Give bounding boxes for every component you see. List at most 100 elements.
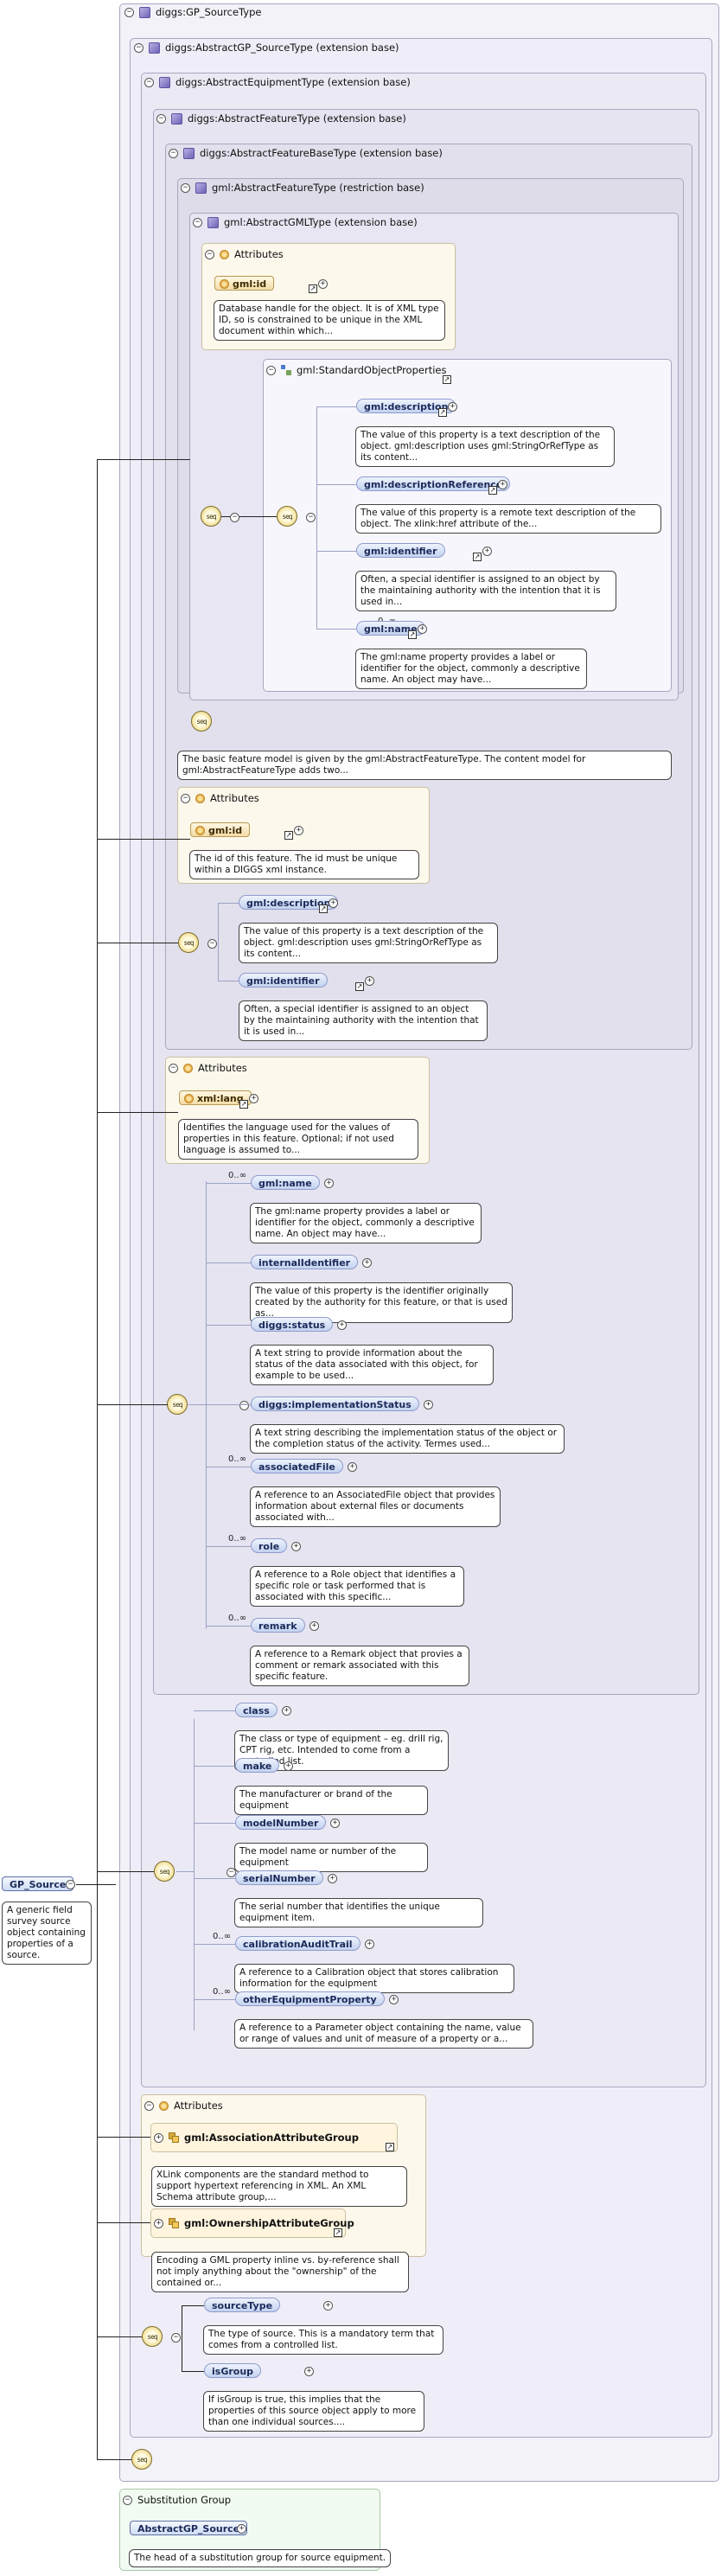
expand-icon[interactable]: + (328, 1874, 337, 1883)
element-internalidentifier[interactable]: internalIdentifier (251, 1255, 359, 1269)
element-note: A reference to a Role object that identi… (250, 1566, 464, 1607)
expand-icon[interactable]: + (329, 898, 338, 908)
xml-lang-attribute[interactable]: xml:lang (179, 1090, 252, 1105)
expand-icon[interactable]: + (323, 2301, 333, 2311)
link-arrow-icon[interactable]: ↗ (473, 553, 482, 561)
expand-icon[interactable]: + (362, 1258, 372, 1268)
link-arrow-icon[interactable]: ↗ (443, 375, 451, 384)
expand-icon[interactable]: + (330, 1819, 340, 1828)
gp-source-type-title: diggs:GP_SourceType (156, 6, 262, 18)
gml-identifier-element[interactable]: gml:identifier (356, 543, 445, 558)
expand-icon[interactable]: − (171, 2333, 181, 2343)
element-associatedfile[interactable]: associatedFile (251, 1459, 343, 1473)
expand-toggle[interactable]: + (154, 2218, 163, 2228)
gml-id-attribute[interactable]: gml:id (214, 276, 275, 291)
element-diggs-status[interactable]: diggs:status (251, 1317, 334, 1332)
expand-icon[interactable]: + (348, 1462, 357, 1472)
abstract-gp-source-element[interactable]: AbstractGP_Source (130, 2521, 248, 2535)
occurrence-label: 0..∞ (213, 1987, 232, 1997)
gml-abstract-feature-type-title: gml:AbstractFeatureType (restriction bas… (212, 182, 424, 194)
expand-icon[interactable]: + (424, 1400, 433, 1409)
link-arrow-icon[interactable]: ↗ (284, 831, 293, 840)
connector (188, 1404, 206, 1405)
collapse-toggle[interactable]: − (144, 2100, 154, 2111)
expand-icon[interactable]: + (318, 279, 328, 289)
expand-icon[interactable]: + (365, 976, 374, 986)
element-role[interactable]: role (251, 1538, 288, 1553)
expand-icon[interactable]: + (294, 826, 303, 835)
gp-source-root-element[interactable]: GP_Source (2, 1876, 74, 1891)
link-arrow-icon[interactable]: ↗ (408, 630, 417, 639)
feature-gml-identifier-element[interactable]: gml:identifier (239, 973, 328, 988)
element-diggs-implementationstatus[interactable]: diggs:implementationStatus (251, 1397, 419, 1411)
expand-icon[interactable]: − (239, 1401, 249, 1410)
collapse-toggle[interactable]: − (123, 2495, 132, 2505)
collapse-toggle[interactable]: − (169, 148, 178, 158)
element-remark[interactable]: remark (251, 1618, 305, 1633)
gml-description-element[interactable]: gml:description (356, 399, 456, 413)
link-arrow-icon[interactable]: ↗ (355, 982, 364, 991)
expand-icon[interactable]: + (324, 1179, 334, 1188)
expand-icon[interactable]: − (66, 1880, 75, 1889)
collapse-toggle[interactable]: − (193, 217, 202, 227)
element-otherequipmentproperty[interactable]: otherEquipmentProperty (235, 1991, 385, 2006)
gml-description-reference-element[interactable]: gml:descriptionReference (356, 476, 511, 491)
collapse-toggle[interactable]: − (205, 249, 214, 259)
ownership-attribute-group[interactable] (150, 2208, 346, 2238)
substitution-group-header: − Substitution Group (123, 2494, 231, 2506)
collapse-toggle[interactable]: − (169, 1063, 178, 1073)
element-serialnumber[interactable]: serialNumber (235, 1870, 323, 1885)
expand-icon[interactable]: − (230, 513, 239, 522)
expand-icon[interactable]: + (498, 480, 507, 489)
collapse-toggle[interactable]: − (181, 182, 190, 193)
standard-object-properties-header: − gml:StandardObjectProperties (266, 364, 446, 376)
expand-icon[interactable]: + (249, 1094, 258, 1103)
expand-icon[interactable]: + (284, 1761, 293, 1771)
element-class[interactable]: class (235, 1703, 278, 1717)
collapse-toggle[interactable]: − (144, 77, 154, 87)
expand-icon[interactable]: + (389, 1995, 399, 2004)
collapse-toggle[interactable]: − (156, 113, 166, 124)
link-arrow-icon[interactable]: ↗ (319, 904, 328, 913)
expand-icon[interactable]: + (482, 547, 492, 556)
is-group-element[interactable]: isGroup (204, 2363, 262, 2378)
gp-source-attributes-header: − Attributes (144, 2100, 223, 2112)
source-type-element[interactable]: sourceType (204, 2298, 281, 2312)
feature-gml-id-attribute[interactable]: gml:id (190, 822, 251, 837)
collapse-toggle[interactable]: − (124, 7, 134, 17)
element-gml-name[interactable]: gml:name (251, 1175, 320, 1190)
connector (97, 2222, 150, 2223)
sequence-icon: seq (277, 506, 297, 527)
association-attribute-group-note: XLink components are the standard method… (151, 2166, 407, 2207)
link-arrow-icon[interactable]: ↗ (239, 1100, 248, 1109)
expand-icon[interactable]: + (365, 1940, 374, 1949)
expand-toggle[interactable]: + (154, 2132, 163, 2143)
expand-icon[interactable]: + (304, 2367, 314, 2376)
link-arrow-icon[interactable]: ↗ (488, 486, 497, 495)
element-calibrationaudittrail[interactable]: calibrationAuditTrail (235, 1936, 360, 1951)
link-arrow-icon[interactable]: ↗ (438, 408, 447, 417)
collapse-toggle[interactable]: − (181, 793, 190, 803)
link-arrow-icon[interactable]: ↗ (386, 2143, 394, 2151)
expand-icon[interactable]: − (227, 1868, 236, 1877)
expand-icon[interactable]: − (207, 939, 217, 949)
expand-icon[interactable]: + (337, 1320, 347, 1330)
gml-name-element[interactable]: gml:name (356, 621, 425, 636)
feature-gml-description-element[interactable]: gml:description (239, 895, 339, 910)
collapse-toggle[interactable]: − (134, 42, 144, 53)
expand-icon[interactable]: + (309, 1621, 319, 1631)
is-group-note: If isGroup is true, this implies that th… (203, 2391, 424, 2432)
association-attribute-group[interactable] (150, 2123, 398, 2152)
element-make[interactable]: make (235, 1758, 280, 1773)
expand-icon[interactable]: + (237, 2524, 246, 2534)
expand-icon[interactable]: + (418, 624, 427, 634)
element-note: The gml:name property provides a label o… (250, 1203, 482, 1243)
expand-icon[interactable]: + (282, 1706, 291, 1716)
link-arrow-icon[interactable]: ↗ (334, 2228, 342, 2237)
expand-icon[interactable]: + (291, 1542, 301, 1551)
link-arrow-icon[interactable]: ↗ (309, 284, 317, 293)
expand-icon[interactable]: − (306, 513, 316, 522)
expand-icon[interactable]: + (448, 402, 457, 412)
collapse-toggle[interactable]: − (266, 365, 276, 375)
element-modelnumber[interactable]: modelNumber (235, 1815, 327, 1830)
